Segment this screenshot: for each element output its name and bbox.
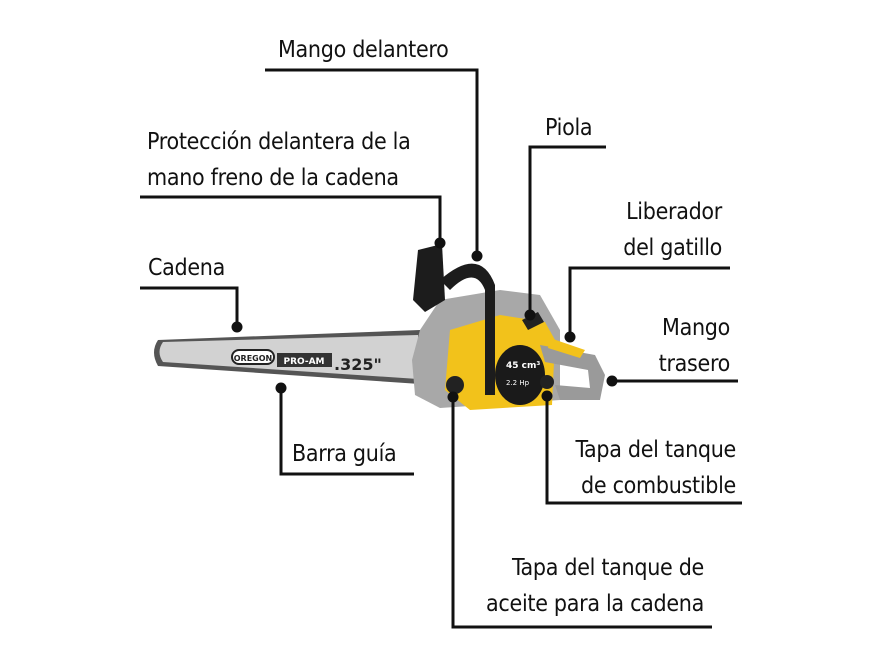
engine-body: 45 cm³ 2.2 Hp bbox=[412, 244, 605, 410]
displacement-text: 45 cm³ bbox=[506, 361, 540, 371]
label-mango-trasero-line1: Mango bbox=[662, 315, 730, 341]
label-mango-delantero: Mango delantero bbox=[278, 37, 449, 63]
label-tanque-aceite-line2: aceite para la cadena bbox=[486, 591, 704, 617]
front-hand-guard bbox=[413, 244, 445, 312]
front-handle bbox=[440, 263, 495, 395]
label-tanque-aceite-line1: Tapa del tanque de bbox=[511, 555, 704, 581]
label-liberador-line1: Liberador bbox=[626, 199, 722, 225]
label-barra-guia: Barra guía bbox=[292, 441, 397, 467]
label-cadena: Cadena bbox=[148, 255, 226, 281]
bar-brand-text: OREGON bbox=[234, 354, 273, 363]
leader-dots bbox=[231, 237, 618, 403]
power-text: 2.2 Hp bbox=[506, 379, 530, 387]
rear-handle bbox=[540, 345, 605, 400]
bar-model-text: PRO-AM bbox=[283, 357, 324, 367]
guide-bar: OREGON PRO-AM .325" bbox=[154, 330, 420, 384]
label-tanque-combustible-line2: de combustible bbox=[581, 473, 736, 499]
label-proteccion-line2: mano freno de la cadena bbox=[147, 165, 399, 191]
bar-pitch-text: .325" bbox=[334, 355, 382, 374]
label-mango-trasero-line2: trasero bbox=[658, 351, 731, 377]
label-tanque-combustible-line1: Tapa del tanque bbox=[575, 437, 737, 463]
label-proteccion-line1: Protección delantera de la bbox=[147, 129, 411, 155]
label-piola: Piola bbox=[545, 115, 593, 141]
label-liberador-line2: del gatillo bbox=[623, 235, 722, 261]
leader-lines bbox=[140, 68, 742, 629]
